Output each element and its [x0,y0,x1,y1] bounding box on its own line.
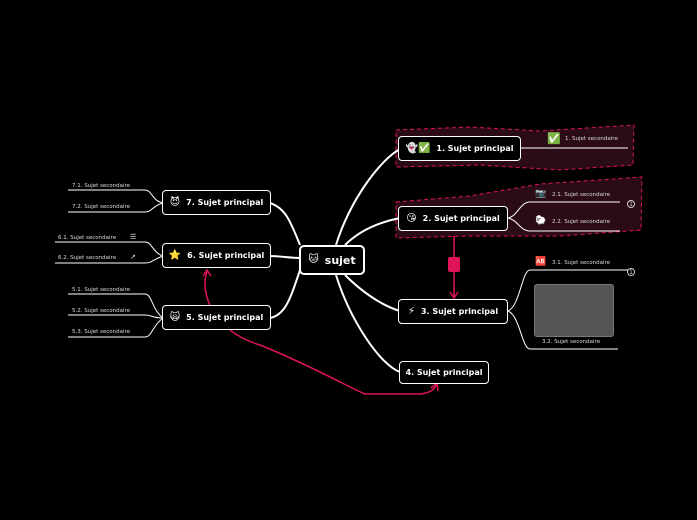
topic-4[interactable]: 4. Sujet principal [399,361,489,384]
root-topic[interactable]: 🐱 sujet [299,245,365,275]
subtopic-5-2[interactable]: 5.2. Sujet secondaire [72,308,131,314]
subtopic-5-3[interactable]: 5.3. Sujet secondaire [72,329,131,335]
notes-icon: ☰ [130,233,137,241]
branch-topic-7 [269,202,301,246]
topic-7-label: 7. Sujet principal [186,198,264,207]
ghost-check-icon: 👻✅ [405,142,431,154]
topic-3-label: 3. Sujet principal [420,307,499,316]
lightning-icon: ⚡ [407,305,415,317]
subtopic-6-1[interactable]: 6.1. Sujet secondaire [58,235,117,241]
subtopic-3-1[interactable]: 3.1. Sujet secondaire [552,260,611,266]
topic-3[interactable]: ⚡ 3. Sujet principal [398,299,508,324]
topic-7[interactable]: 😈 7. Sujet principal [162,190,271,215]
branch-topic-2 [344,217,401,246]
subtopic-5-1[interactable]: 5.1. Sujet secondaire [72,287,131,293]
branch-topic-3 [344,274,401,312]
topic-1-label: 1. Sujet principal [436,144,514,153]
image-placeholder [534,284,614,337]
subtopic-7-2[interactable]: 7.2. Sujet secondaire [72,204,131,210]
subtopic-2-1[interactable]: 2.1. Sujet secondaire [552,192,611,198]
topic-1[interactable]: 👻✅ 1. Sujet principal [398,136,521,161]
topic-4-label: 4. Sujet principal [405,368,483,377]
subtopic-2-2[interactable]: 2.2. Sujet secondaire [552,219,611,225]
branch-topic-1 [335,148,401,246]
link-icon: ↗ [130,253,136,261]
scared-cat-icon: 🙀 [169,311,181,323]
branch-topic-6 [269,255,301,259]
subtopic-7-1[interactable]: 7.1. Sujet secondaire [72,183,131,189]
topic-5-label: 5. Sujet principal [186,313,264,322]
subtopic-6-2[interactable]: 6.2. Sujet secondaire [58,255,117,261]
camera-icon: 📷 [535,189,547,199]
check-icon: ✅ [547,132,561,145]
topic-6[interactable]: ⭐ 6. Sujet principal [162,243,271,268]
kiss-icon: 😘 [406,212,417,224]
topic-2-label: 2. Sujet principal [422,214,500,223]
collapse-badge[interactable]: 1 [627,200,635,208]
relationship-handle[interactable] [448,257,460,272]
star-icon: ⭐ [168,249,182,261]
collapse-badge[interactable]: 1 [627,268,635,276]
subtopic-3-2[interactable]: 3.2. Sujet secondaire [542,339,601,345]
branch-topic-4 [335,274,401,373]
devil-icon: 😈 [169,196,181,208]
subtopic-1-1[interactable]: 1. Sujet secondaire [565,136,618,142]
cat-icon: 🐱 [308,254,319,265]
branch-topic-5 [269,269,301,319]
ab-icon: 🆎 [535,257,547,267]
topic-2[interactable]: 😘 2. Sujet principal [398,206,508,231]
root-label: sujet [324,253,356,267]
topic-5[interactable]: 🙀 5. Sujet principal [162,305,271,330]
sheep-icon: 🐑 [535,216,547,226]
topic-6-label: 6. Sujet principal [187,251,265,260]
